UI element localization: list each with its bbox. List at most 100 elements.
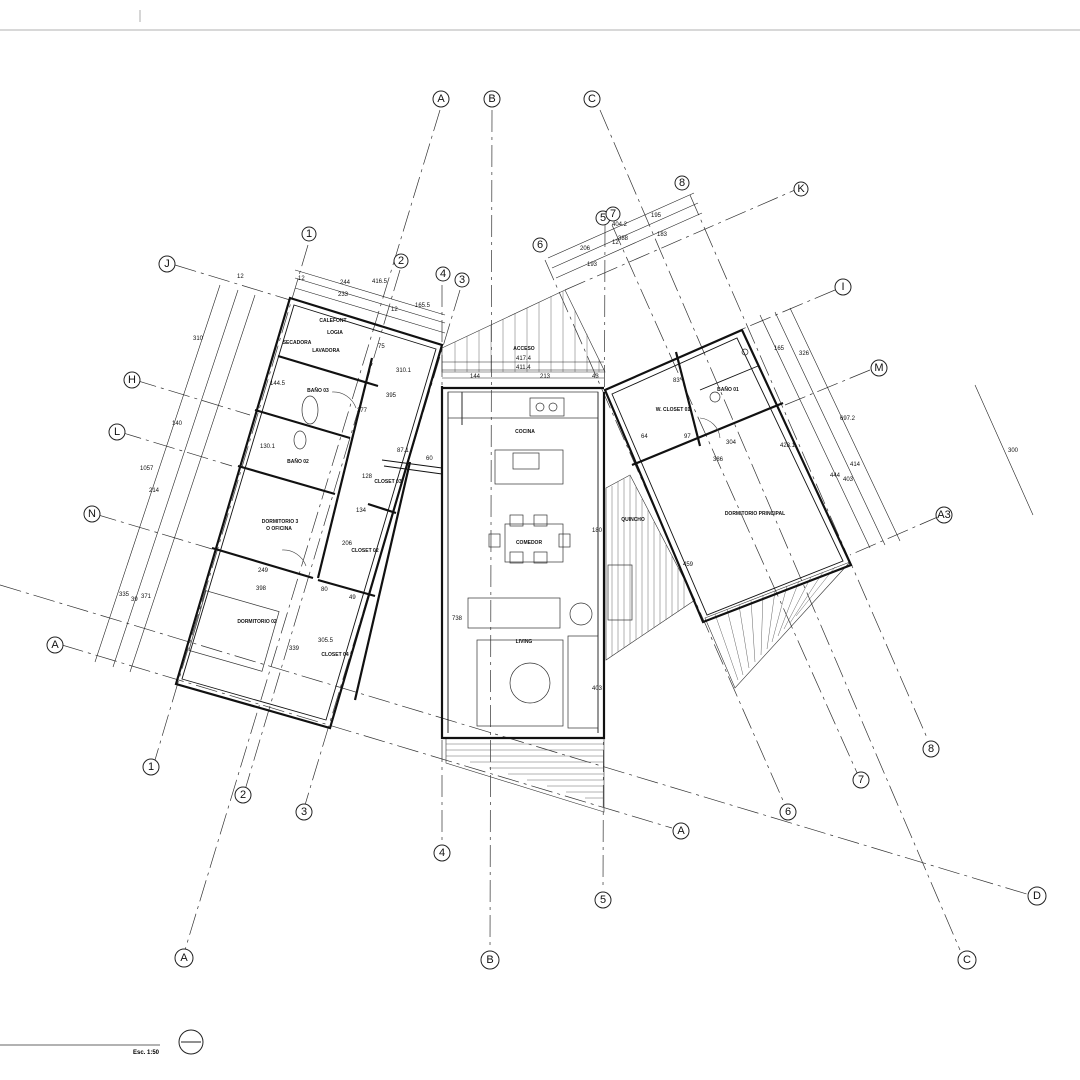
- dim-206: 206: [580, 246, 591, 252]
- bubble-a-mid: A: [672, 822, 690, 840]
- svg-text:A: A: [677, 825, 685, 837]
- dining-chair-1: [509, 514, 524, 527]
- dim-75: 75: [378, 344, 385, 350]
- central-pavilion-walls: [440, 386, 606, 740]
- dim-line-k-2: [551, 202, 699, 269]
- room-wcloset01: W. CLOSET 01: [656, 407, 691, 413]
- svg-text:1: 1: [148, 761, 154, 773]
- dim-459: 459: [683, 562, 694, 568]
- dim-64: 64: [641, 434, 648, 440]
- dim-444: 444: [830, 473, 841, 479]
- dim-326: 326: [799, 351, 810, 357]
- cooktop: [512, 452, 540, 470]
- dim-180: 180: [592, 528, 603, 534]
- dim-1057: 1057: [140, 466, 154, 472]
- dim-line-right-3: [789, 307, 901, 542]
- room-dormitorio3: DORMITORIO 3: [262, 519, 299, 525]
- walls: [174, 296, 853, 740]
- bubble-2-top: 2: [393, 253, 409, 269]
- bubble-4-bottom: 4: [433, 844, 451, 862]
- svg-text:5: 5: [600, 212, 606, 224]
- bubble-8-top: 8: [674, 175, 690, 191]
- rug: [476, 639, 564, 727]
- dining-chair-5: [488, 533, 501, 548]
- link-corridor-upper: [381, 459, 443, 469]
- bubble-j: J: [158, 255, 176, 273]
- axis-3: [304, 289, 461, 806]
- dim-300: 300: [1008, 448, 1019, 454]
- wall-bedroom-north: [631, 401, 784, 467]
- axis-1: [154, 244, 309, 761]
- dim-line-left-1: [94, 284, 221, 663]
- side-table: [569, 602, 593, 626]
- dim-195: 195: [651, 213, 662, 219]
- dim-80: 80: [321, 587, 328, 593]
- grid-bubbles: A B C 8 K 5 7 6 1 2 4 3 J H L N A I M A3…: [46, 90, 1047, 970]
- wall-closets-right: [353, 461, 412, 701]
- dim-310: 310: [193, 336, 204, 342]
- scale-label: Esc. 1:50: [133, 1050, 160, 1056]
- dim-388: 388: [618, 236, 629, 242]
- dim-371: 371: [141, 594, 152, 600]
- wall-bano01-inner: [699, 365, 759, 391]
- wall-corridor-left: [316, 357, 374, 579]
- axis-i: [739, 289, 836, 331]
- bubble-7-bottom: 7: [852, 771, 870, 789]
- svg-text:H: H: [128, 374, 136, 386]
- bubble-b-bottom: B: [480, 950, 500, 970]
- right-wing-outline: [603, 328, 853, 624]
- deck-hatching: [441, 289, 851, 813]
- scale-legend: Esc. 1:50: [0, 1029, 204, 1056]
- svg-text:8: 8: [679, 177, 685, 189]
- svg-text:B: B: [486, 954, 493, 966]
- bedroom-deck: [704, 561, 851, 689]
- room-bano02: BAÑO 02: [287, 458, 309, 465]
- wall-closet02-divider: [367, 502, 397, 515]
- dim-277: 277: [357, 408, 368, 414]
- bubble-a-top: A: [432, 90, 450, 108]
- room-dormitorio-principal: DORMITORIO PRINCIPAL: [725, 511, 785, 517]
- bubble-k: K: [793, 181, 809, 197]
- kitchen-counter: [447, 391, 599, 419]
- bubble-1-bottom: 1: [142, 758, 160, 776]
- dim-12-b: 12: [391, 307, 398, 313]
- dim-411-4: 411.4: [516, 365, 531, 371]
- wall-bano03-bano02: [254, 408, 351, 440]
- dining-chair-3: [509, 551, 524, 564]
- room-dormitorio02: DORMITORIO 02: [237, 619, 277, 625]
- svg-text:B: B: [488, 93, 495, 105]
- dim-line-top-1: [294, 277, 446, 324]
- svg-text:3: 3: [301, 806, 307, 818]
- dim-line-300: [974, 384, 1034, 516]
- bubble-h: H: [123, 371, 141, 389]
- dim-233: 233: [338, 292, 349, 298]
- svg-text:4: 4: [439, 847, 445, 859]
- dim-310-1: 310.1: [396, 368, 412, 374]
- svg-text:D: D: [1033, 890, 1041, 902]
- axis-j: [174, 264, 291, 301]
- quincho-deck: [605, 474, 696, 661]
- svg-text:1: 1: [306, 228, 312, 240]
- bubble-1-top: 1: [301, 226, 317, 242]
- bubble-8-bottom: 8: [922, 740, 940, 758]
- dining-chair-6: [558, 533, 571, 548]
- dim-403b: 403: [843, 477, 854, 483]
- wall-wcloset-bano01: [674, 351, 702, 447]
- svg-text:I: I: [841, 281, 844, 293]
- bubble-d: D: [1027, 886, 1047, 906]
- dim-128: 128: [362, 474, 373, 480]
- grid-axes: [0, 109, 1031, 951]
- room-labels: CALEFONT LOGIA SECADORA LAVADORA BAÑO 03…: [237, 318, 785, 658]
- wall-bano02-dorm3: [237, 464, 336, 496]
- dim-213: 213: [540, 374, 551, 380]
- room-comedor: COMEDOR: [516, 540, 543, 546]
- svg-text:C: C: [963, 954, 971, 966]
- dim-134: 134: [356, 508, 367, 514]
- svg-text:M: M: [874, 362, 883, 374]
- dim-697-2: 697.2: [840, 416, 856, 422]
- axis-a3: [849, 515, 941, 556]
- bubble-6-bottom: 6: [779, 803, 797, 821]
- room-logia: LOGIA: [327, 330, 343, 336]
- dim-43: 43: [592, 374, 599, 380]
